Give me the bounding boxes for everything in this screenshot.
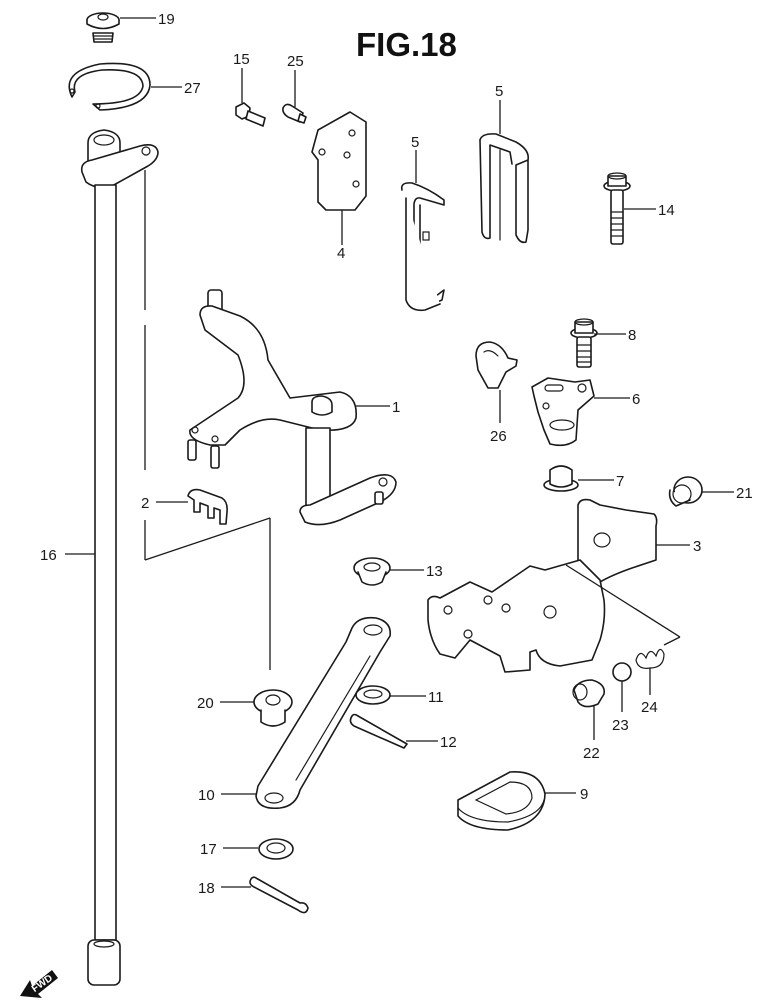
part-19-plug[interactable]: [86, 12, 120, 43]
callout-23[interactable]: 23: [612, 717, 629, 734]
callout-27[interactable]: 27: [184, 80, 201, 97]
part-1-lever-arm[interactable]: [187, 289, 397, 526]
part-4-plate[interactable]: [311, 111, 367, 211]
callout-21[interactable]: 21: [736, 485, 753, 502]
callout-15[interactable]: 15: [233, 51, 250, 68]
part-12-cotter-pin[interactable]: [349, 713, 408, 749]
figure-title: FIG.18: [356, 26, 457, 63]
callout-20[interactable]: 20: [197, 695, 214, 712]
part-5-guide-small[interactable]: [400, 182, 445, 312]
part-14-bolt[interactable]: [603, 172, 631, 245]
callout-3[interactable]: 3: [693, 538, 701, 555]
part-8-bolt[interactable]: [570, 318, 598, 368]
callout-18[interactable]: 18: [198, 880, 215, 897]
part-5-guide-large[interactable]: [479, 133, 530, 244]
part-15-screw[interactable]: [235, 102, 266, 127]
part-13-bushing[interactable]: [353, 557, 391, 586]
callout-24[interactable]: 24: [641, 699, 658, 716]
callout-4[interactable]: 4: [337, 245, 345, 262]
fwd-arrow-icon: FWD: [20, 970, 58, 998]
part-20-bushing[interactable]: [253, 689, 293, 727]
callout-12[interactable]: 12: [440, 734, 457, 751]
callout-9[interactable]: 9: [580, 786, 588, 803]
part-24-spring[interactable]: [635, 648, 665, 669]
callout-26[interactable]: 26: [490, 428, 507, 445]
part-22-collar[interactable]: [572, 679, 606, 708]
part-11-washer[interactable]: [355, 685, 391, 705]
alignment-line-rod: [144, 170, 271, 670]
part-3-shift-bracket[interactable]: [427, 498, 681, 673]
part-10-link-rod[interactable]: [255, 616, 392, 810]
part-26-clamp[interactable]: [475, 341, 518, 389]
callout-7[interactable]: 7: [616, 473, 624, 490]
callout-13[interactable]: 13: [426, 563, 443, 580]
callout-25[interactable]: 25: [287, 53, 304, 70]
part-16-shift-rod[interactable]: [80, 129, 159, 986]
part-27-circlip[interactable]: [68, 62, 151, 111]
part-6-bracket[interactable]: [531, 377, 595, 447]
callout-1[interactable]: 1: [392, 399, 400, 416]
part-25-fitting[interactable]: [282, 103, 307, 124]
callout-5a[interactable]: 5: [411, 134, 419, 151]
callout-19[interactable]: 19: [158, 11, 175, 28]
part-7-bushing[interactable]: [543, 465, 579, 492]
callout-2[interactable]: 2: [141, 495, 149, 512]
part-9-grommet[interactable]: [457, 771, 546, 831]
part-17-washer[interactable]: [258, 838, 294, 860]
part-2-clip[interactable]: [187, 488, 228, 525]
callout-10[interactable]: 10: [198, 787, 215, 804]
callout-5b[interactable]: 5: [495, 83, 503, 100]
callout-6[interactable]: 6: [632, 391, 640, 408]
callout-14[interactable]: 14: [658, 202, 675, 219]
callout-22[interactable]: 22: [583, 745, 600, 762]
callout-17[interactable]: 17: [200, 841, 217, 858]
callout-11[interactable]: 11: [428, 689, 444, 706]
callout-8[interactable]: 8: [628, 327, 636, 344]
part-18-cotter-pin[interactable]: [249, 876, 309, 914]
part-21-plug[interactable]: [668, 476, 703, 507]
callout-16[interactable]: 16: [40, 547, 57, 564]
part-23-ball[interactable]: [612, 662, 632, 682]
